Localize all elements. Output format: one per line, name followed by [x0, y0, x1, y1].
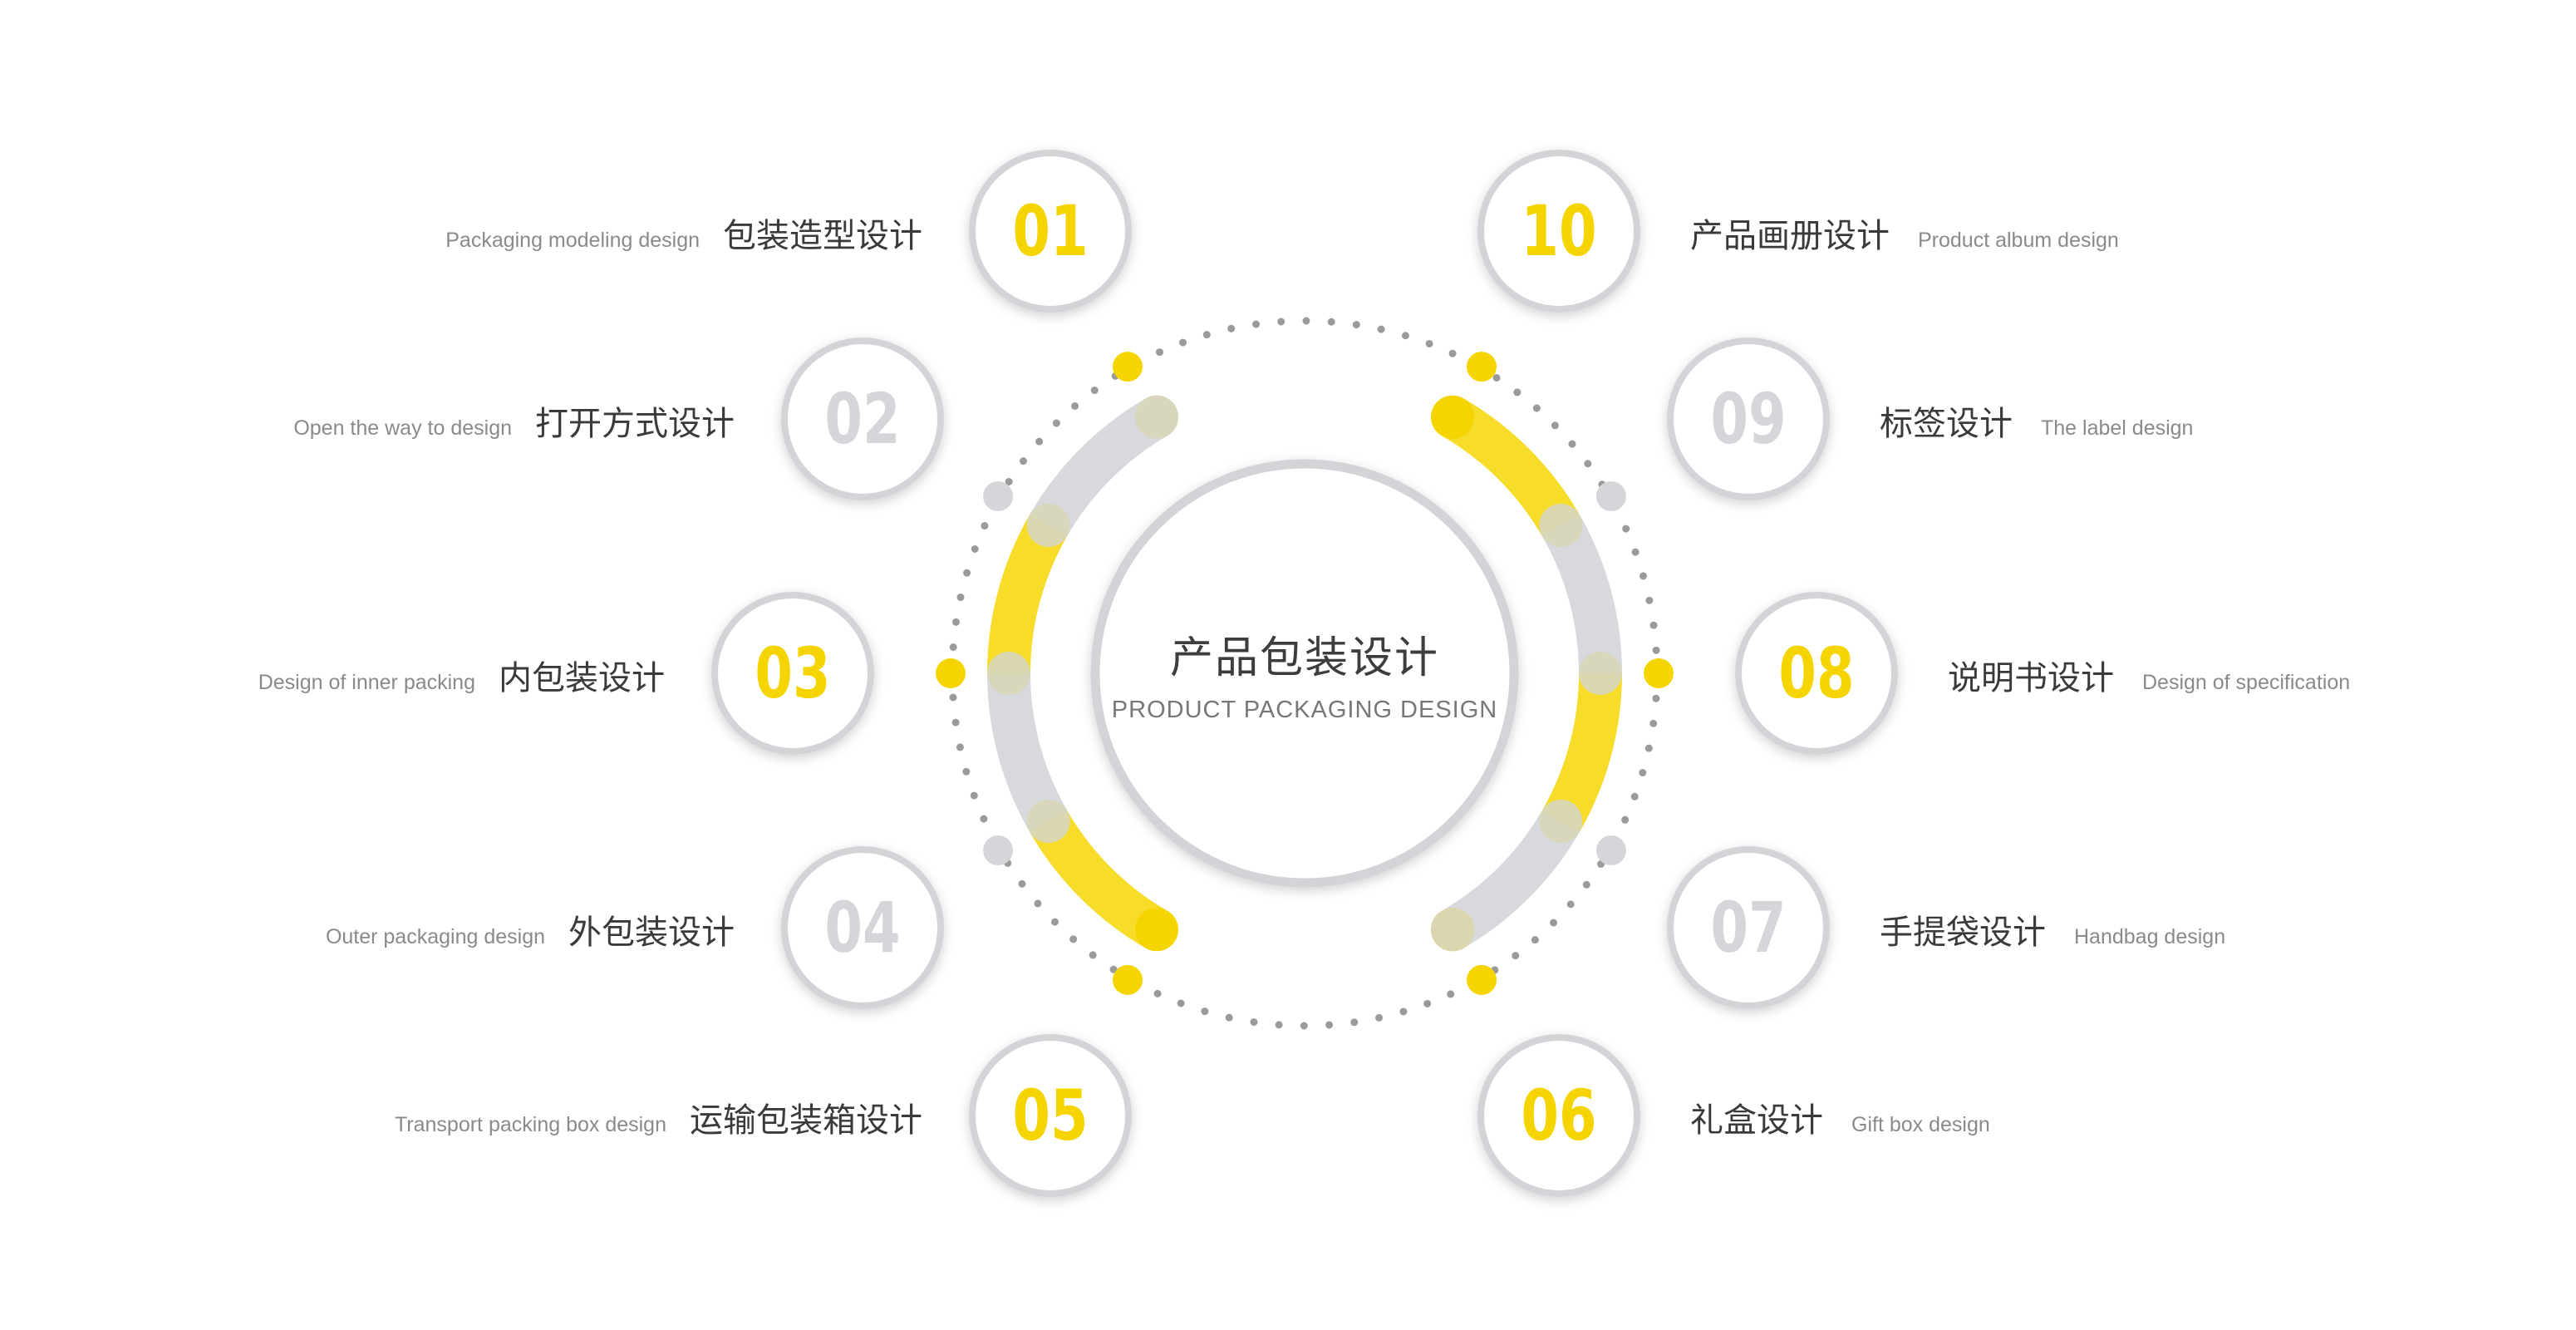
arc-node — [1431, 908, 1474, 952]
item-number-01: 01 — [1012, 190, 1089, 272]
item-title-zh: 产品画册设计 — [1690, 217, 1890, 255]
item-label-09: 标签设计 The label design — [1880, 397, 2193, 445]
right-arc-segment — [1541, 515, 1622, 674]
center-circle — [1090, 459, 1519, 888]
item-title-zh: 标签设计 — [1880, 405, 2013, 443]
item-title-zh: 手提袋设计 — [1880, 914, 2046, 952]
arc-node — [1579, 652, 1622, 695]
item-label-06: 礼盒设计 Gift box design — [1690, 1093, 1990, 1141]
item-label-10: 产品画册设计 Product album design — [1690, 209, 2119, 257]
item-circle-10 — [1477, 150, 1640, 313]
item-title-en: Transport packing box design — [394, 1113, 666, 1136]
item-label-08: 说明书设计 Design of specification — [1948, 651, 2350, 699]
ring-marker-dot — [1595, 835, 1626, 865]
item-number-10: 10 — [1521, 190, 1597, 272]
ring-marker-dot — [983, 835, 1014, 865]
item-title-zh: 包装造型设计 — [723, 217, 922, 255]
arc-node — [1539, 800, 1583, 843]
item-number-07: 07 — [1710, 887, 1787, 968]
item-title-en: Open the way to design — [293, 416, 512, 440]
arc-node — [1026, 800, 1070, 843]
item-number-06: 06 — [1521, 1075, 1597, 1156]
item-title-zh: 运输包装箱设计 — [690, 1101, 922, 1140]
item-title-en: Packaging modeling design — [445, 229, 700, 252]
ring-marker-dot — [1467, 964, 1497, 995]
arc-end-cap — [1431, 395, 1474, 439]
item-circle-01 — [969, 150, 1132, 313]
right-arc-segment — [1441, 398, 1580, 537]
arc-node — [987, 652, 1030, 695]
item-circle-02 — [781, 337, 944, 500]
arc-end-cap — [1135, 908, 1178, 952]
item-number-02: 02 — [824, 378, 901, 460]
item-title-en: Handbag design — [2074, 925, 2226, 948]
item-circle-08 — [1735, 592, 1898, 755]
item-title-en: Design of inner packing — [258, 671, 475, 694]
ring-marker-dot — [1595, 481, 1626, 511]
item-circle-05 — [969, 1034, 1132, 1197]
item-number-08: 08 — [1778, 633, 1855, 714]
item-label-02: Open the way to design 打开方式设计 — [293, 397, 735, 445]
ring-marker-dot — [1113, 964, 1143, 995]
item-label-04: Outer packaging design 外包装设计 — [326, 905, 735, 953]
left-arc-segment — [987, 672, 1068, 832]
ring-marker-dot — [1113, 352, 1143, 382]
left-arc-segment — [1030, 810, 1168, 948]
arc-node — [1026, 504, 1070, 547]
item-label-07: 手提袋设计 Handbag design — [1880, 905, 2225, 953]
item-title-zh: 说明书设计 — [1948, 659, 2114, 697]
left-arc-segment — [987, 515, 1068, 674]
ring-marker-dot — [983, 481, 1014, 511]
item-title-zh: 外包装设计 — [568, 914, 735, 952]
ring-marker-dot — [1644, 658, 1674, 688]
item-title-en: Gift box design — [1851, 1113, 1990, 1136]
arc-node — [1135, 395, 1178, 439]
item-circle-04 — [781, 846, 944, 1009]
item-title-zh: 打开方式设计 — [535, 405, 735, 443]
item-number-05: 05 — [1012, 1075, 1089, 1156]
item-circle-09 — [1667, 337, 1830, 500]
ring-marker-dot — [936, 658, 966, 688]
item-number-04: 04 — [824, 887, 901, 968]
item-title-en: The label design — [2041, 416, 2194, 440]
center-title-block: 产品包装设计 PRODUCT PACKAGING DESIGN — [1112, 623, 1497, 724]
left-arc-segment — [1030, 398, 1168, 537]
item-label-05: Transport packing box design 运输包装箱设计 — [395, 1093, 922, 1141]
arc-node — [1539, 504, 1583, 547]
item-title-en: Outer packaging design — [325, 925, 545, 948]
item-circle-07 — [1667, 846, 1830, 1009]
item-title-en: Product album design — [1918, 229, 2119, 252]
item-circle-06 — [1477, 1034, 1640, 1197]
center-subtitle: PRODUCT PACKAGING DESIGN — [1111, 697, 1498, 723]
item-label-01: Packaging modeling design 包装造型设计 — [445, 209, 922, 257]
right-arc-segment — [1541, 672, 1622, 832]
item-label-03: Design of inner packing 内包装设计 — [258, 651, 665, 699]
item-title-en: Design of specification — [2142, 671, 2351, 694]
item-title-zh: 内包装设计 — [499, 659, 665, 697]
item-number-03: 03 — [755, 633, 831, 714]
right-arc-segment — [1441, 810, 1580, 948]
ring-marker-dot — [1467, 352, 1497, 382]
item-title-zh: 礼盒设计 — [1690, 1101, 1823, 1140]
item-number-09: 09 — [1710, 378, 1787, 460]
center-title: 产品包装设计 — [1169, 633, 1439, 683]
item-circle-03 — [711, 592, 874, 755]
